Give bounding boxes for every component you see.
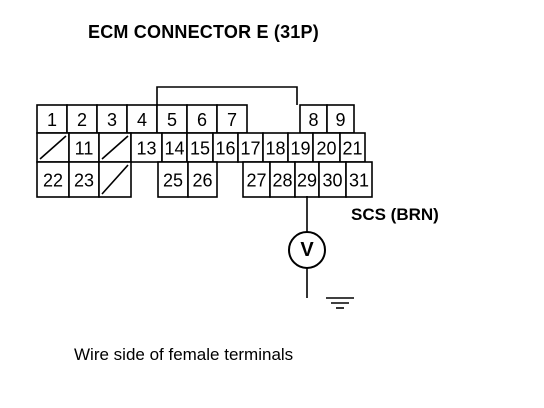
terminal-number: 28 [272, 171, 292, 191]
terminal-number: 3 [107, 110, 117, 130]
lock-tab [156, 86, 298, 105]
terminal-number: 15 [190, 139, 210, 159]
terminal-15: 15 [186, 132, 214, 163]
terminal-1: 1 [36, 104, 68, 134]
blank-cavity [36, 132, 70, 163]
terminal-27: 27 [242, 161, 271, 198]
terminal-number: 16 [215, 139, 235, 159]
voltmeter-symbol: V [300, 239, 314, 261]
terminal-28: 28 [269, 161, 296, 198]
terminal-number: 22 [43, 171, 63, 191]
terminal-23: 23 [68, 161, 100, 198]
scs-wire-label: SCS (BRN) [351, 205, 439, 224]
terminal-number: 2 [77, 110, 87, 130]
diagram-caption: Wire side of female terminals [74, 345, 294, 364]
terminal-30: 30 [318, 161, 347, 198]
terminal-number: 13 [136, 139, 156, 159]
terminal-16: 16 [212, 132, 239, 163]
terminal-number: 5 [167, 110, 177, 130]
terminal-number: 4 [137, 110, 147, 130]
connector-title: ECM CONNECTOR E (31P) [88, 22, 319, 42]
terminal-number: 11 [75, 139, 94, 159]
terminal-11: 11 [68, 132, 100, 163]
terminal-number: 19 [290, 139, 310, 159]
terminal-number: 9 [335, 110, 345, 130]
terminal-number: 1 [47, 110, 57, 130]
terminal-31: 31 [345, 161, 373, 198]
ground-icon [326, 297, 354, 309]
terminal-number: 18 [265, 139, 285, 159]
terminal-18: 18 [262, 132, 289, 163]
terminal-17: 17 [237, 132, 264, 163]
terminal-number: 29 [297, 171, 317, 191]
terminal-8: 8 [299, 104, 328, 134]
terminal-25: 25 [157, 161, 189, 198]
terminal-19: 19 [287, 132, 314, 163]
terminal-number: 30 [322, 171, 342, 191]
terminal-number: 26 [192, 171, 212, 191]
terminal-21: 21 [339, 132, 366, 163]
terminal-number: 8 [308, 110, 318, 130]
terminal-5: 5 [156, 104, 188, 134]
terminal-number: 17 [240, 139, 260, 159]
terminal-number: 14 [164, 139, 184, 159]
terminal-9: 9 [326, 104, 355, 134]
terminal-14: 14 [161, 132, 188, 163]
terminal-number: 23 [74, 171, 94, 191]
terminal-3: 3 [96, 104, 128, 134]
blank-cavity [98, 161, 132, 198]
meter-circuit: V [288, 196, 354, 309]
terminal-number: 25 [163, 171, 183, 191]
terminal-29: 29 [294, 161, 320, 198]
terminal-number: 6 [197, 110, 207, 130]
terminal-number: 27 [246, 171, 266, 191]
terminal-26: 26 [187, 161, 218, 198]
terminal-7: 7 [216, 104, 248, 134]
terminal-number: 20 [316, 139, 336, 159]
terminal-number: 7 [227, 110, 237, 130]
terminal-6: 6 [186, 104, 218, 134]
blank-cavity [98, 132, 132, 163]
terminal-number: 21 [342, 139, 362, 159]
terminal-2: 2 [66, 104, 98, 134]
terminal-4: 4 [126, 104, 158, 134]
terminal-13: 13 [130, 132, 163, 163]
terminal-22: 22 [36, 161, 70, 198]
terminal-number: 31 [349, 171, 369, 191]
terminal-20: 20 [312, 132, 341, 163]
